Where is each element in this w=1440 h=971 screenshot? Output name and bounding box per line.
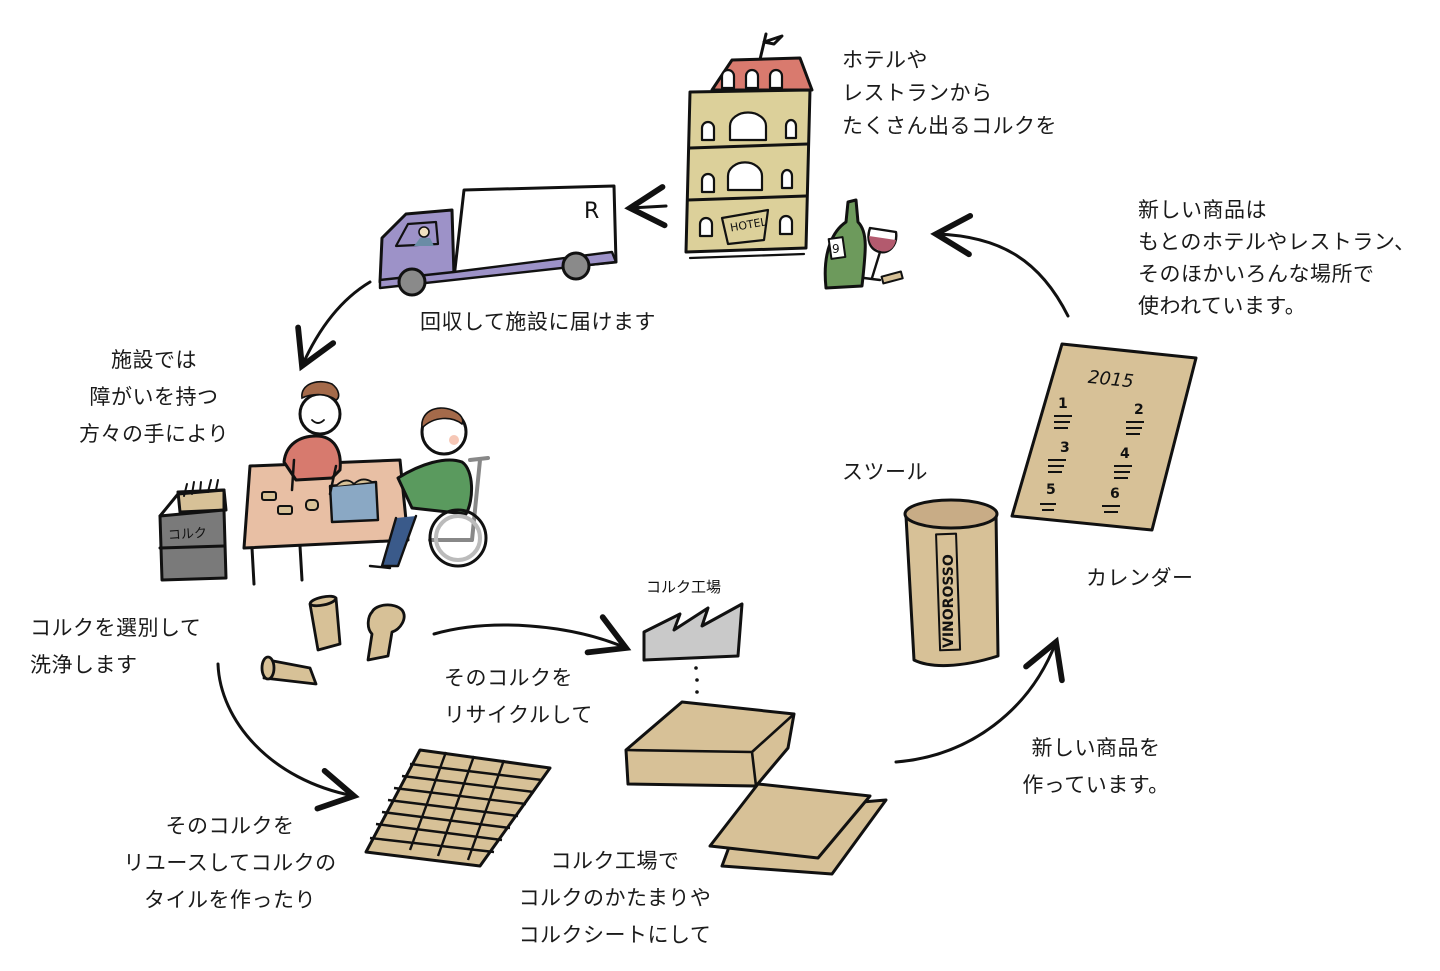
step-facility-text: 施設では 障がいを持つ 方々の手により	[78, 348, 230, 446]
calendar-month: 6	[1110, 486, 1120, 502]
arrow-materials-to-products	[894, 636, 1065, 764]
calendar-illustration: 2015 1 2 3 4 5 6	[1010, 342, 1198, 532]
stool-illustration: VINOROSSO	[903, 498, 1000, 668]
truck-letter: R	[584, 199, 599, 224]
cycle-arrows	[216, 184, 1070, 812]
step-factory-text: コルク工場で コルクのかたまりや コルクシートにして	[518, 849, 712, 947]
cork-sheets-illustration	[708, 782, 888, 876]
loose-corks-illustration	[260, 594, 406, 686]
calendar-year: 2015	[1087, 367, 1135, 393]
woman-illustration	[282, 380, 342, 496]
wine-illustration: 9	[823, 198, 904, 290]
bottle-label: 9	[832, 242, 840, 256]
step-reuse-text: そのコルクを リユースしてコルクの タイルを作ったり	[123, 814, 337, 912]
step-hotel-text: ホテルや レストランから たくさん出るコルクを	[842, 48, 1057, 138]
hotel-illustration: HOTEL	[684, 32, 814, 260]
stool-label: スツール	[842, 460, 928, 484]
cork-tiles-illustration	[364, 748, 552, 868]
calendar-label: カレンダー	[1086, 566, 1194, 590]
cork-box-label: コルク	[167, 526, 207, 544]
calendar-month: 3	[1060, 440, 1070, 456]
calendar-month: 1	[1058, 396, 1068, 412]
truck-illustration: R	[378, 184, 618, 297]
factory-illustration: コルク工場	[642, 578, 744, 694]
hotel-sign: HOTEL	[729, 215, 768, 234]
arrow-truck-to-facility	[295, 280, 372, 372]
cork-block-illustration	[624, 700, 796, 788]
step-sort-text: コルクを選別して 洗浄します	[30, 616, 202, 677]
stool-print: VINOROSSO	[941, 554, 957, 648]
calendar-month: 2	[1134, 402, 1144, 418]
arrow-sort-to-tiles	[216, 662, 360, 812]
sorting-box-illustration: コルク	[158, 479, 228, 582]
step-products-text: 新しい商品を 作っています。	[1022, 736, 1170, 797]
step-recycle-text: そのコルクを リサイクルして	[444, 666, 593, 727]
calendar-month: 5	[1046, 482, 1056, 498]
arrow-products-to-hotel	[930, 212, 1070, 318]
table-illustration	[242, 458, 410, 586]
arrow-hotel-to-truck	[624, 184, 668, 229]
factory-label: コルク工場	[646, 578, 721, 596]
step-truck-text: 回収して施設に届けます	[420, 310, 656, 334]
calendar-month: 4	[1120, 446, 1130, 462]
wheelchair-user-illustration	[368, 407, 490, 570]
step-reuse-places-text: 新しい商品は もとのホテルやレストラン、 そのほかいろんな場所で 使われています…	[1138, 198, 1416, 318]
arrow-sort-to-factory	[432, 614, 632, 656]
